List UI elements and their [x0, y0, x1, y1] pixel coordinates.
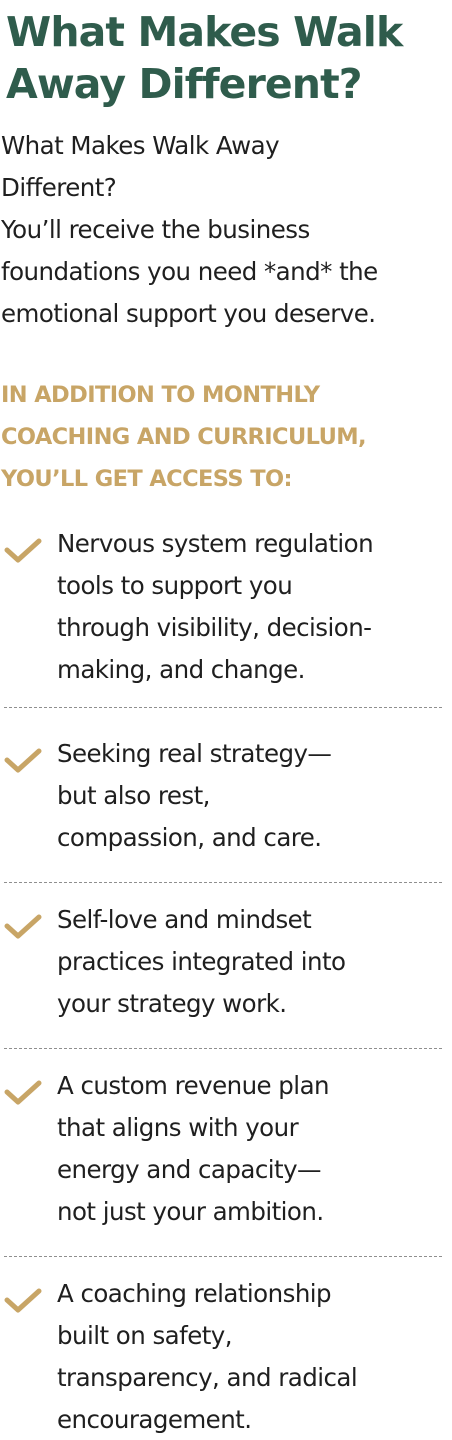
checkmark-icon: [4, 1080, 42, 1105]
title-line: Away Different?: [6, 60, 363, 108]
benefit-text: A coaching relationship built on safety,…: [57, 1273, 449, 1440]
dashed-divider: [4, 707, 442, 708]
intro-line: Different?: [1, 173, 117, 202]
benefit-text: Self-love and mindset practices integrat…: [57, 899, 449, 1025]
benefit-text: A custom revenue plan that aligns with y…: [57, 1065, 449, 1233]
benefit-text: Seeking real strategy— but also rest, co…: [57, 733, 449, 859]
checkmark-icon: [4, 748, 42, 773]
benefit-line: your strategy work.: [57, 989, 287, 1018]
benefit-line: Nervous system regulation: [57, 529, 374, 558]
benefit-line: transparency, and radical: [57, 1363, 358, 1392]
benefit-line: encouragement.: [57, 1405, 252, 1434]
intro-line: emotional support you deserve.: [1, 299, 376, 328]
dashed-divider: [4, 1048, 442, 1049]
intro-paragraph: What Makes Walk Away Different? You’ll r…: [1, 125, 452, 335]
access-heading-line: YOU’LL GET ACCESS TO:: [1, 466, 292, 492]
checkmark-icon: [4, 1288, 42, 1313]
intro-line: What Makes Walk Away: [1, 131, 280, 160]
benefit-line: that aligns with your: [57, 1113, 299, 1142]
benefit-line: making, and change.: [57, 655, 305, 684]
benefit-line: practices integrated into: [57, 947, 346, 976]
access-heading: IN ADDITION TO MONTHLY COACHING AND CURR…: [1, 374, 452, 500]
benefit-line: energy and capacity—: [57, 1155, 322, 1184]
checkmark-icon: [4, 538, 42, 563]
benefit-line: built on safety,: [57, 1321, 233, 1350]
benefit-text: Nervous system regulation tools to suppo…: [57, 523, 449, 691]
dashed-divider: [4, 1256, 442, 1257]
title-line: What Makes Walk: [6, 8, 403, 56]
page-title: What Makes Walk Away Different?: [6, 6, 452, 110]
intro-line: foundations you need *and* the: [1, 257, 378, 286]
checkmark-icon: [4, 914, 42, 939]
benefit-line: Seeking real strategy—: [57, 739, 332, 768]
benefit-line: but also rest,: [57, 781, 210, 810]
benefit-line: A coaching relationship: [57, 1279, 332, 1308]
benefit-line: tools to support you: [57, 571, 293, 600]
benefit-line: Self-love and mindset: [57, 905, 312, 934]
benefit-line: compassion, and care.: [57, 823, 322, 852]
benefit-line: through visibility, decision-: [57, 613, 372, 642]
intro-line: You’ll receive the business: [1, 215, 310, 244]
access-heading-line: COACHING AND CURRICULUM,: [1, 424, 367, 450]
benefit-line: A custom revenue plan: [57, 1071, 330, 1100]
access-heading-line: IN ADDITION TO MONTHLY: [1, 382, 320, 408]
benefit-line: not just your ambition.: [57, 1197, 324, 1226]
dashed-divider: [4, 882, 442, 883]
